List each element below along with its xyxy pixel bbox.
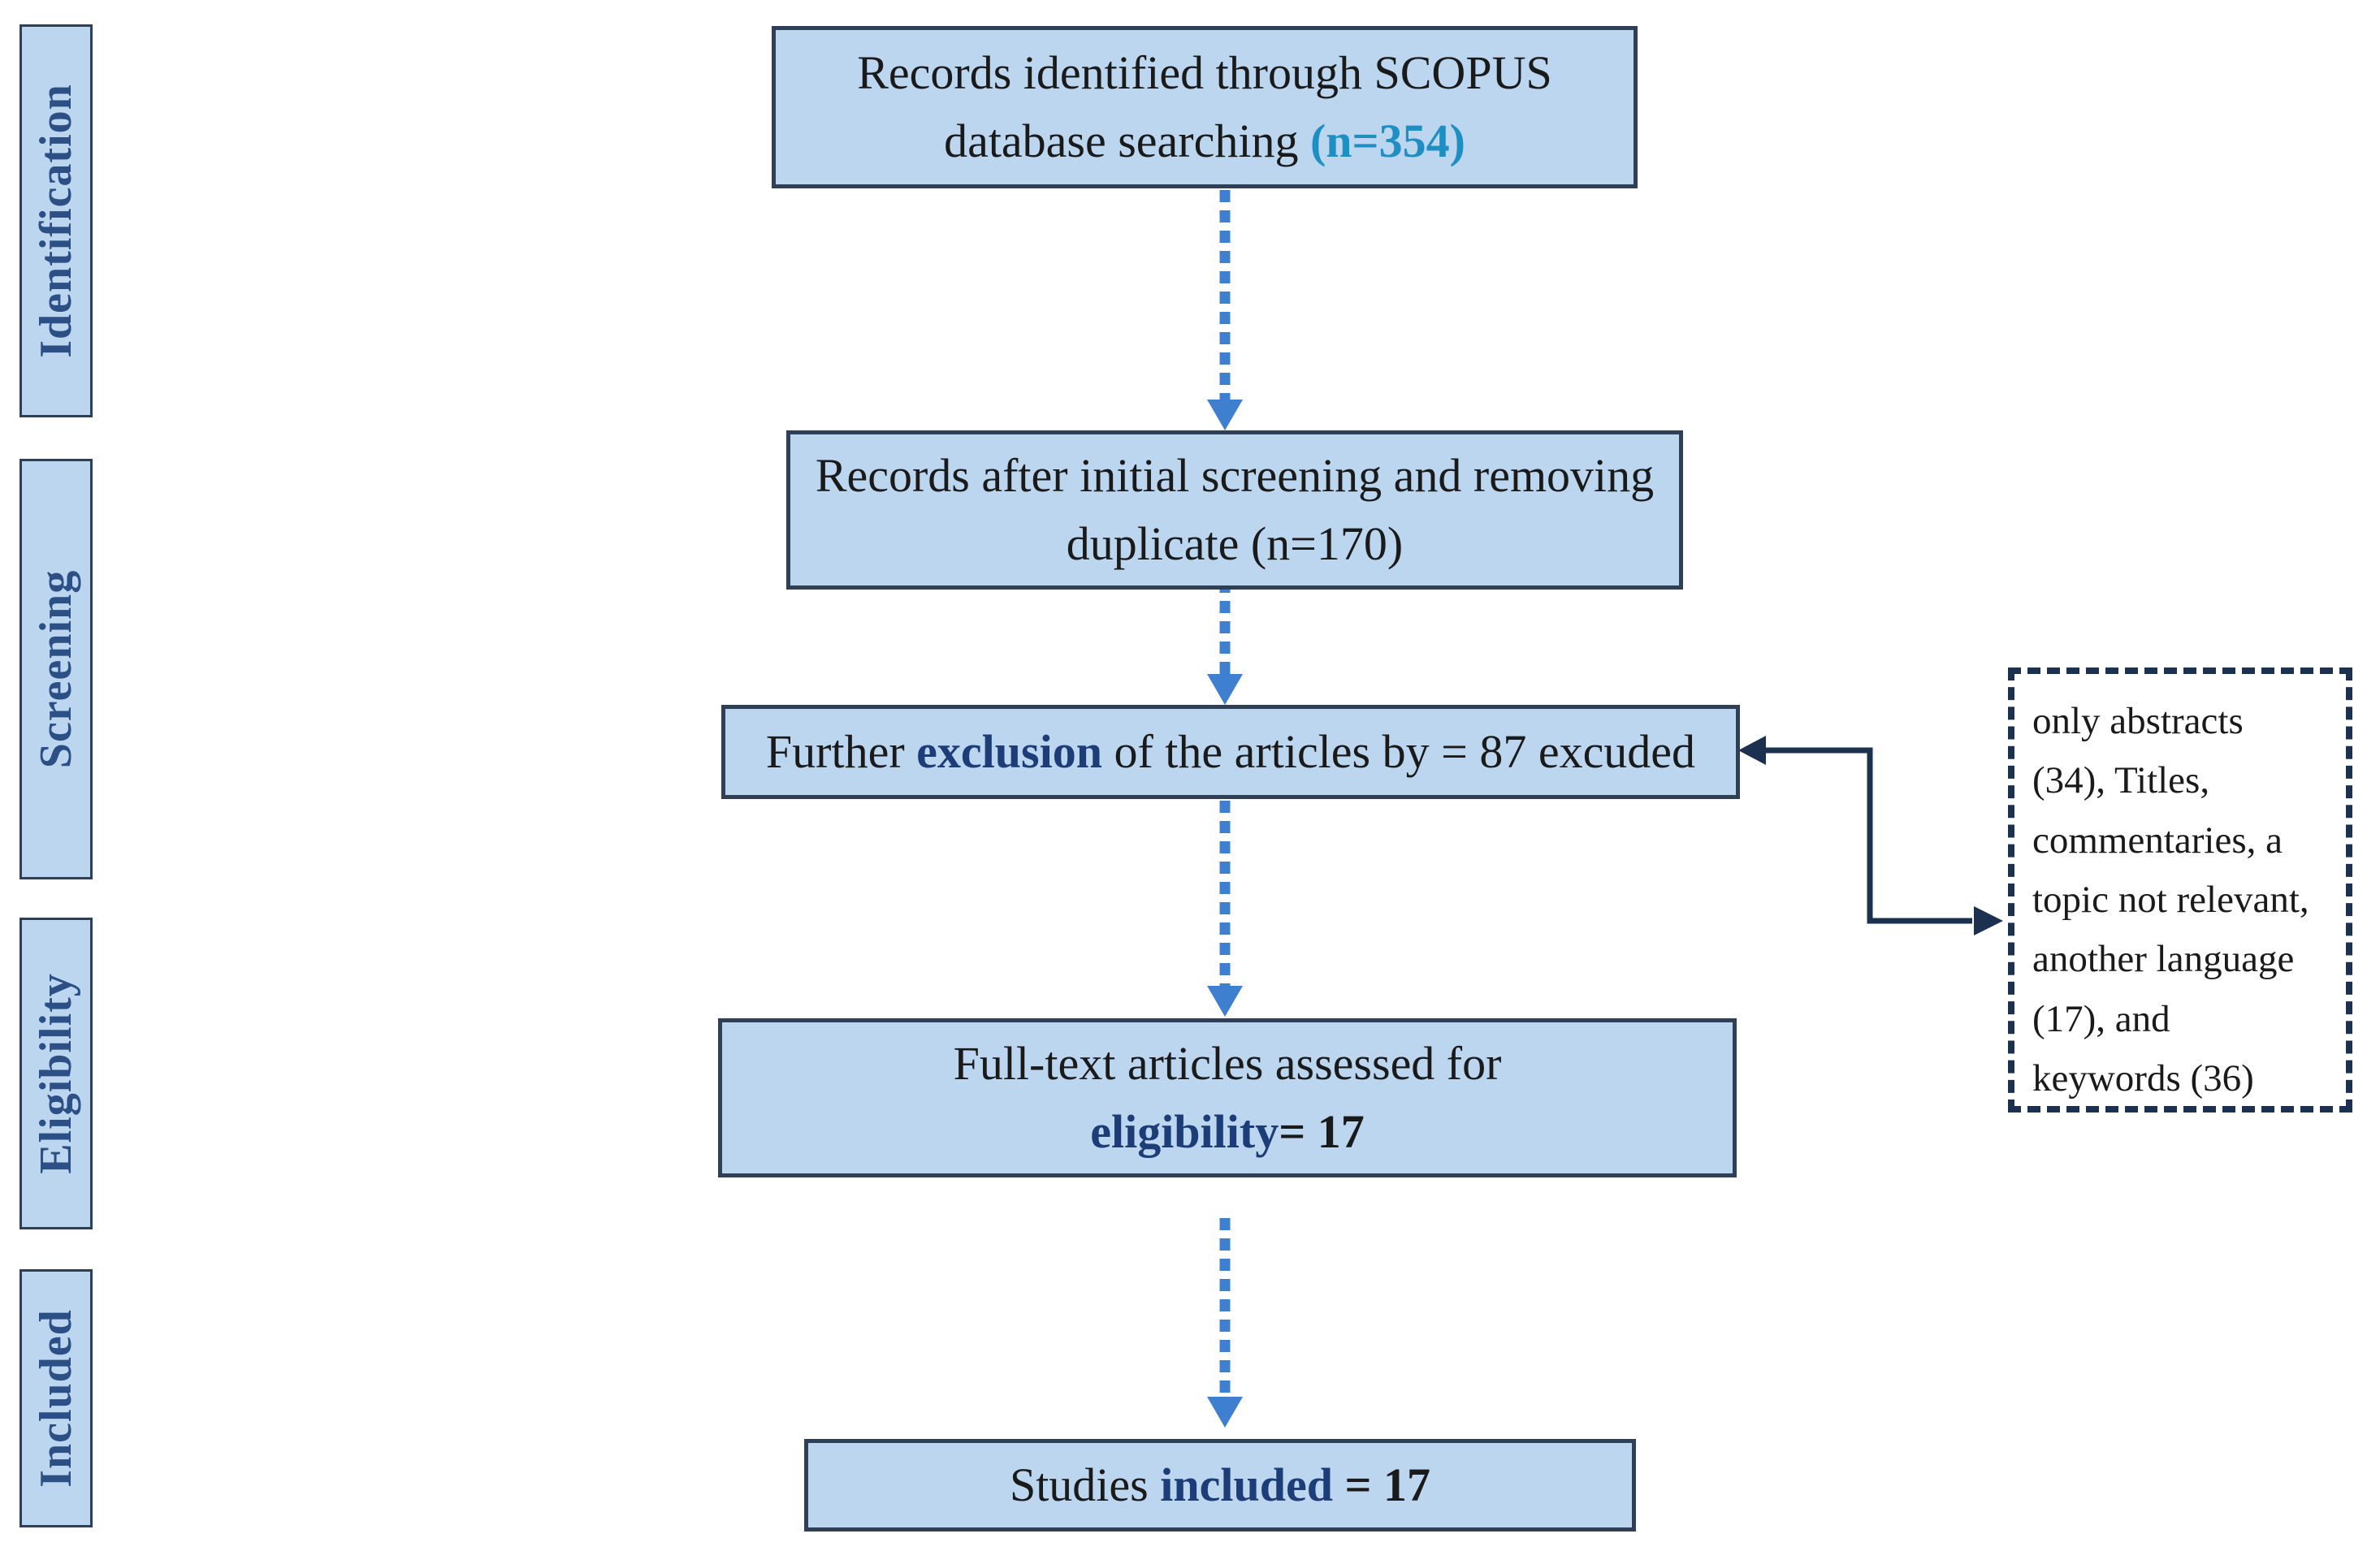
- exclusion-box: Further exclusion of the articles by = 8…: [721, 705, 1740, 799]
- included-count: = 17: [1333, 1458, 1431, 1511]
- exclusion-reasons-box: only abstracts (34), Titles, commentarie…: [2008, 667, 2352, 1112]
- dotted-arrow: [1207, 801, 1243, 1017]
- exclusion-reason-line: only abstracts: [2032, 700, 2244, 742]
- exclusion-reason-line: (34), Titles,: [2032, 759, 2210, 802]
- exclusion-pre: Further: [765, 724, 917, 778]
- stage-included: Included: [19, 1269, 93, 1527]
- identification-line2: database searching: [944, 114, 1310, 167]
- exclusion-reason-line: keywords (36): [2032, 1056, 2254, 1100]
- screening-box: Records after initial screening and remo…: [786, 430, 1683, 590]
- exclusion-post: of the articles by = 87 excuded: [1101, 724, 1696, 778]
- included-box: Studies included = 17: [804, 1439, 1636, 1532]
- exclusion-keyword: exclusion: [916, 724, 1102, 778]
- stage-eligibility: Eligibility: [19, 918, 93, 1229]
- eligibility-box: Full-text articles assessed for eligibil…: [718, 1018, 1737, 1177]
- included-pre: Studies: [1009, 1458, 1161, 1511]
- eligibility-keyword: eligibility: [1090, 1105, 1279, 1158]
- identification-box: Records identified through SCOPUS databa…: [772, 26, 1638, 188]
- dotted-arrow: [1207, 1218, 1243, 1428]
- exclusion-link-arrow: [1738, 736, 2003, 935]
- exclusion-reason-line: (17), and: [2032, 997, 2170, 1040]
- exclusion-reason-line: another language: [2032, 938, 2295, 981]
- stage-identification: Identification: [19, 24, 93, 417]
- identification-line1: Records identified through SCOPUS: [857, 45, 1552, 99]
- eligibility-line1: Full-text articles assessed for: [953, 1036, 1502, 1090]
- exclusion-reason-line: topic not relevant,: [2032, 878, 2309, 921]
- included-keyword: included: [1160, 1458, 1333, 1511]
- dotted-arrow: [1207, 190, 1243, 430]
- screening-line2: duplicate (n=170): [1066, 517, 1404, 570]
- records-count: (n=354): [1309, 114, 1465, 167]
- stage-screening: Screening: [19, 459, 93, 879]
- eligibility-count: = 17: [1279, 1105, 1365, 1158]
- exclusion-reason-line: commentaries, a: [2032, 819, 2283, 862]
- screening-line1: Records after initial screening and remo…: [815, 448, 1655, 502]
